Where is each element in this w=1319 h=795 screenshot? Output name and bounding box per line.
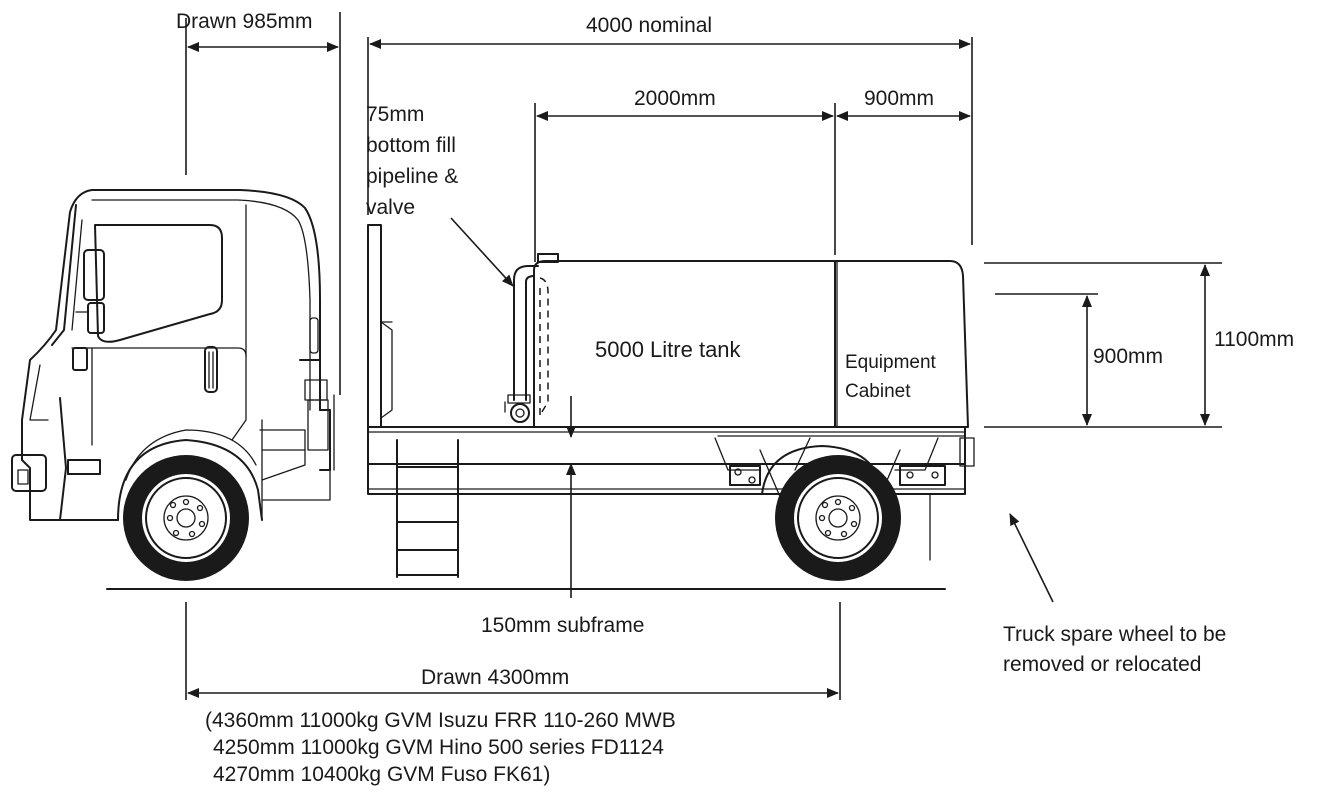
label-spare-line-1: Truck spare wheel to be [1003, 623, 1226, 646]
label-1100mm: 1100mm [1214, 328, 1294, 351]
label-900mm-top: 900mm [864, 87, 934, 110]
label-fill-line-4: valve [366, 196, 415, 219]
label-tank: 5000 Litre tank [595, 337, 742, 362]
ladder [396, 439, 459, 578]
chassis [367, 426, 975, 495]
label-drawn-985: Drawn 985mm [176, 10, 313, 33]
truck-cab [11, 189, 335, 521]
equipment-cabinet [834, 260, 969, 428]
label-fill-line-3: pipeline & [366, 165, 458, 188]
rear-wheel [775, 455, 901, 581]
label-2000mm: 2000mm [634, 87, 716, 110]
chassis-rail [367, 463, 966, 495]
label-cabinet-line-1: Equipment [845, 352, 937, 373]
cab-outline [21, 189, 321, 521]
label-model-2: 4250mm 11000kg GVM Hino 500 series FD112… [213, 736, 664, 759]
tank-body [504, 253, 836, 428]
door-window [94, 224, 223, 343]
label-900mm-vertical: 900mm [1093, 345, 1163, 368]
front-wheel [123, 455, 249, 581]
indicator-light [67, 459, 101, 475]
fill-valve [510, 403, 530, 423]
label-fill-line-2: bottom fill [366, 134, 456, 157]
front-bumper [11, 454, 47, 492]
tank-hatch [537, 253, 559, 263]
fill-pipeline [513, 265, 539, 401]
internal-pipe [539, 277, 549, 416]
label-fill-line-1: 75mm [366, 103, 424, 126]
label-drawn-4300: Drawn 4300mm [421, 666, 569, 689]
label-model-3: 4270mm 10400kg GVM Fuso FK61) [213, 763, 550, 786]
dimension-lines [185, 12, 1222, 700]
leader-fill-pipeline [450, 217, 514, 287]
door-handle [204, 346, 218, 393]
label-spare-line-2: removed or relocated [1003, 653, 1201, 676]
label-cabinet-line-2: Cabinet [845, 381, 911, 402]
headboard [367, 224, 382, 428]
side-mirror [83, 249, 105, 301]
label-subframe: 150mm subframe [481, 614, 644, 637]
front-fender [117, 439, 263, 521]
leader-spare-wheel [1009, 513, 1054, 603]
label-4000-nominal: 4000 nominal [586, 14, 712, 37]
labels: Drawn 985mm 4000 nominal 2000mm 900mm 75… [176, 10, 1294, 786]
label-model-1: (4360mm 11000kg GVM Isuzu FRR 110-260 MW… [205, 709, 676, 732]
